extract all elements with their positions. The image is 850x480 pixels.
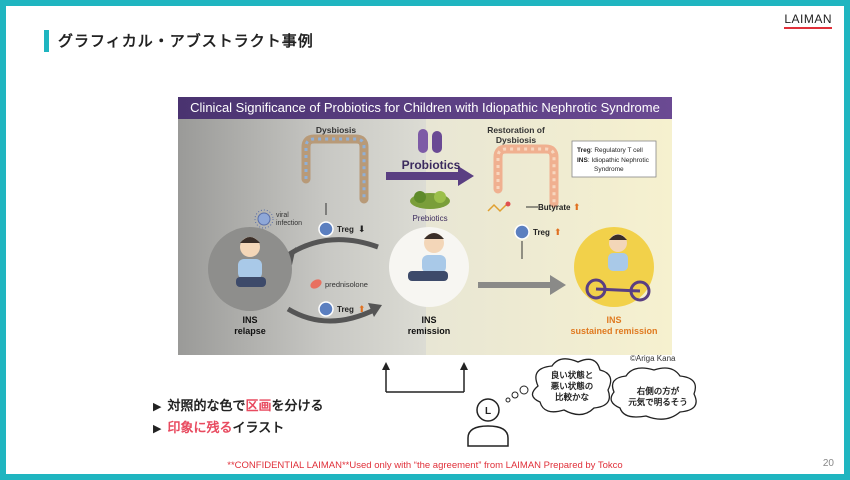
treg-up-right-label: Treg <box>533 228 550 237</box>
sustained-remission-label: sustained remission <box>570 326 657 336</box>
progress-arrow-icon <box>478 275 566 295</box>
thought-bubble-2 <box>610 367 697 420</box>
title-accent-bar <box>44 30 49 52</box>
sustained-ins-label: INS <box>606 315 621 325</box>
figure-credit: ©Ariga Kana <box>630 354 676 363</box>
remission-label: remission <box>408 326 451 336</box>
legend-treg-desc: : Regulatory T cell <box>591 147 644 154</box>
probiotics-bacteria-icon <box>418 129 442 153</box>
comparison-bracket-icon <box>382 362 468 393</box>
thought-dots-icon <box>505 385 529 403</box>
graphical-abstract-figure: Clinical Significance of Probiotics for … <box>178 97 672 355</box>
relapse-ins-label: INS <box>242 315 257 325</box>
probiotics-arrow-icon <box>386 166 474 186</box>
prebiotics-vegetables-icon <box>410 191 450 209</box>
remission-ins-label: INS <box>421 315 436 325</box>
slide-title: グラフィカル・アブストラクト事例 <box>58 32 314 50</box>
legend-treg-key: Treg <box>577 147 591 154</box>
person-icon: L <box>467 398 509 447</box>
down-arrow-icon: ⬇ <box>358 224 366 234</box>
butyrate-label: Butyrate <box>538 203 571 212</box>
page-number: 20 <box>822 458 834 469</box>
dysbiosis-label: Dysbiosis <box>316 125 356 135</box>
treg-down-label: Treg <box>337 225 354 234</box>
dysbiosis-colon-icon <box>301 134 369 204</box>
viral-label: viral <box>276 212 289 219</box>
legend-ins-desc-2: Syndrome <box>594 166 624 173</box>
legend-box: Treg: Regulatory T cell INS: Idiopathic … <box>571 140 657 178</box>
bullet-arrow-icon: ▶ <box>153 400 162 413</box>
sustained-remission-child-icon <box>574 227 654 307</box>
butyrate-molecule-icon <box>487 201 511 213</box>
treg-cell-icon <box>318 301 334 317</box>
laiman-logo: LAIMAN <box>784 12 832 29</box>
prebiotics-label: Prebiotics <box>412 214 447 223</box>
legend-ins-key: INS <box>577 157 589 164</box>
up-arrow-icon: ⬆ <box>573 202 581 212</box>
thought-bubble-1 <box>531 358 612 416</box>
svg-text:INS: Idiopathic Nephrotic: INS: Idiopathic Nephrotic <box>577 157 650 164</box>
treg-cell-icon <box>318 221 334 237</box>
infection-label: infection <box>276 220 302 227</box>
confidential-footer: **CONFIDENTIAL LAIMAN**Used only with “t… <box>227 460 623 471</box>
figure-title: Clinical Significance of Probiotics for … <box>178 97 672 119</box>
relapse-label: relapse <box>234 326 266 336</box>
virus-icon <box>254 209 274 229</box>
relapse-child-icon <box>208 227 292 311</box>
figure-illustration: Dysbiosis viral infection Treg ⬇ <box>208 125 658 336</box>
treg-up-left-label: Treg <box>337 305 354 314</box>
slide: グラフィカル・アブストラクト事例 LAIMAN Clinical Signifi… <box>6 6 844 474</box>
prednisolone-label: prednisolone <box>325 280 368 289</box>
up-arrow-icon: ⬆ <box>358 304 366 314</box>
thought-bubble-2-text: 右側の方が 元気で明るそう <box>628 387 688 408</box>
restored-colon-icon <box>493 144 559 208</box>
treg-cell-icon <box>514 224 530 240</box>
probiotics-label: Probiotics <box>402 158 461 172</box>
thought-bubble-1-text: 良い状態と 悪い状態の 比較かな <box>550 371 594 403</box>
bullet-point-1: ▶対照的な色で区画を分ける <box>153 399 324 414</box>
thinking-person-illustration: L <box>467 358 697 447</box>
restoration-dysbiosis-label: Dysbiosis <box>496 135 536 145</box>
svg-text:Treg: Regulatory T cell: Treg: Regulatory T cell <box>577 147 643 154</box>
remission-child-icon <box>389 227 469 307</box>
restoration-label: Restoration of <box>487 125 545 135</box>
person-letter: L <box>485 406 491 417</box>
up-arrow-icon: ⬆ <box>554 227 562 237</box>
legend-ins-desc: : Idiopathic Nephrotic <box>588 157 650 164</box>
bullet-arrow-icon: ▶ <box>153 422 162 435</box>
pill-icon <box>310 279 322 289</box>
bullet-point-2: ▶印象に残るイラスト <box>153 421 285 436</box>
